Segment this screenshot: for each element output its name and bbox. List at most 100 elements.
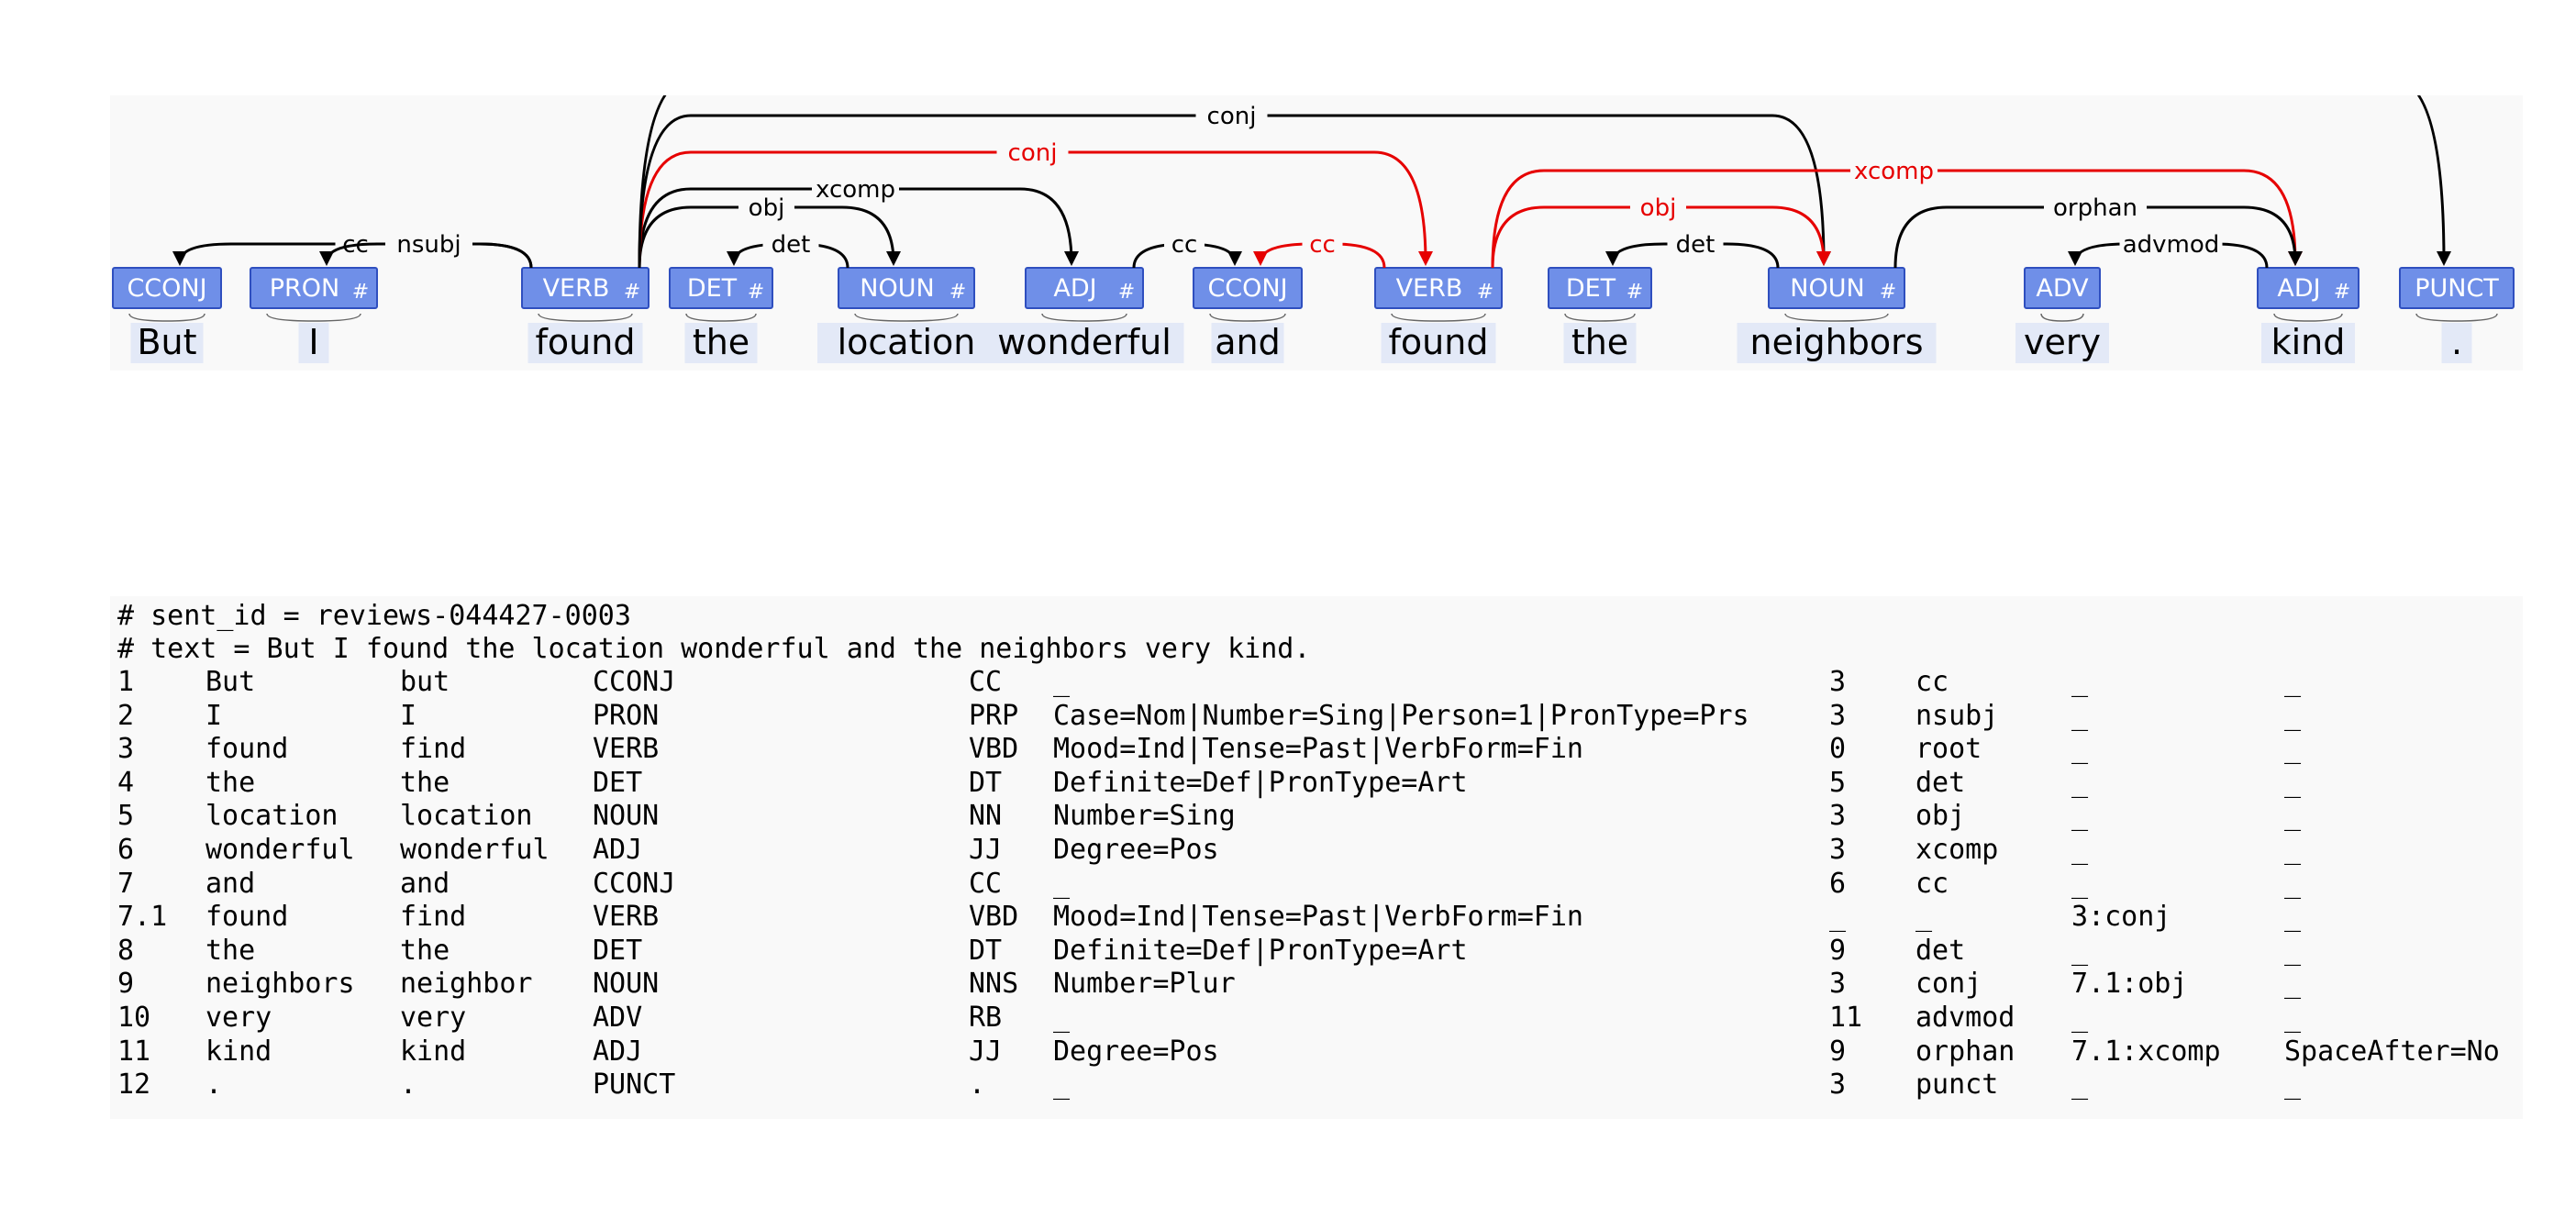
pos-tag-box-5 [838, 267, 975, 309]
token-brace-11 [2273, 313, 2343, 322]
conllu-cell-r4-c3: the [400, 766, 450, 799]
conllu-cell-r11-c1: 10 [117, 1002, 151, 1034]
pos-tag-1: CCONJ [127, 274, 206, 303]
conllu-cell-r10-c7: 3 [1829, 968, 1847, 1001]
token-brace-7.1 [1391, 313, 1486, 322]
pos-tag-box-9 [1768, 267, 1905, 309]
conllu-cell-r1-c2: But [205, 666, 256, 698]
conllu-cell-r7-c7: 6 [1829, 867, 1847, 900]
conllu-cell-r7-c6: _ [1053, 867, 1071, 900]
token-form-8: the [1571, 322, 1628, 362]
arc-label-3-2: nsubj [396, 231, 461, 259]
feature-hash-icon-4: # [748, 281, 764, 304]
conllu-cell-r7-c5: CC [969, 867, 1003, 900]
conllu-cell-r10-c10: _ [2284, 968, 2302, 1001]
token-form-2: I [308, 322, 318, 362]
token-form-bg-11 [2261, 323, 2355, 363]
token-form-bg-2 [298, 323, 329, 363]
token-form-12: . [2451, 322, 2462, 362]
token-brace-5 [854, 313, 959, 322]
conllu-cell-r11-c6: _ [1053, 1002, 1071, 1034]
token-brace-2 [266, 313, 361, 322]
conllu-cell-r12-c8: orphan [1915, 1035, 2015, 1068]
token-form-10: very [2024, 322, 2101, 362]
arc-label-bg-7.1-7 [1302, 229, 1343, 257]
pos-tag-box-4 [669, 267, 773, 309]
arc-label-5-4: det [772, 231, 811, 259]
conllu-cell-r1-c10: _ [2284, 666, 2302, 698]
pos-tag-5: NOUN [860, 274, 934, 303]
token-form-bg-6 [984, 323, 1184, 363]
conllu-cell-r10-c8: conj [1915, 968, 1982, 1001]
arc-label-bg-9-11 [2044, 193, 2147, 220]
conllu-cell-r13-c1: 12 [117, 1069, 151, 1102]
arc-label-bg-3-6 [812, 174, 899, 202]
conllu-cell-r6-c2: wonderful [205, 834, 355, 866]
conllu-cell-r3-c10: _ [2284, 733, 2302, 766]
feature-hash-icon-11: # [2334, 281, 2350, 304]
token-brace-10 [2040, 313, 2084, 322]
conllu-cell-r8-c8: _ [1915, 901, 1933, 934]
arc-label-bg-3-9 [1195, 101, 1268, 128]
conllu-cell-r11-c5: RB [969, 1002, 1003, 1034]
arc-arrowhead-9-11 [2288, 251, 2303, 266]
arc-label-bg-6-7 [1164, 229, 1205, 257]
conllu-cell-r12-c10: SpaceAfter=No [2284, 1035, 2500, 1068]
conllu-cell-r7-c9: _ [2071, 867, 2089, 900]
conllu-cell-r12-c5: JJ [969, 1035, 1003, 1068]
conllu-cell-r13-c5: . [969, 1069, 986, 1102]
token-brace-4 [685, 313, 757, 322]
conllu-cell-r11-c9: _ [2071, 1002, 2089, 1034]
conllu-cell-r9-c5: DT [969, 934, 1003, 967]
arc-arrowhead-7.1-7 [1253, 251, 1268, 266]
conllu-cell-r7-c10: _ [2284, 867, 2302, 900]
conllu-cell-r4-c2: the [205, 766, 256, 799]
conllu-cell-r10-c3: neighbor [400, 968, 533, 1001]
conllu-annotation-block: # sent_id = reviews-044427-0003 # text =… [110, 596, 2523, 1119]
sent-id-line: # sent_id = reviews-044427-0003 [117, 600, 631, 632]
conllu-cell-r6-c9: _ [2071, 834, 2089, 866]
conllu-cell-r13-c3: . [400, 1069, 417, 1102]
arc-label-3-7.1: conj [1008, 139, 1058, 167]
conllu-cell-r4-c6: Definite=Def|PronType=Art [1053, 766, 1468, 799]
conllu-cell-r5-c10: _ [2284, 800, 2302, 833]
conllu-cell-r1-c1: 1 [117, 666, 135, 698]
conllu-cell-r13-c2: . [205, 1069, 223, 1102]
conllu-cell-r9-c8: det [1915, 934, 1966, 967]
pos-tag-box-6 [1025, 267, 1144, 309]
arc-arrowhead-5-4 [727, 251, 741, 266]
conllu-cell-r5-c7: 3 [1829, 800, 1847, 833]
conllu-cell-r3-c1: 3 [117, 733, 135, 766]
arc-label-3-6: xcomp [816, 176, 895, 204]
conllu-cell-r9-c4: DET [593, 934, 643, 967]
conllu-cell-r7-c3: and [400, 867, 450, 900]
conllu-cell-r8-c4: VERB [593, 901, 660, 934]
conllu-cell-r8-c5: VBD [969, 901, 1019, 934]
pos-tag-9: NOUN [1790, 274, 1864, 303]
conllu-cell-r6-c6: Degree=Pos [1053, 834, 1219, 866]
conllu-cell-r9-c2: the [205, 934, 256, 967]
arc-label-bg-5-4 [762, 229, 819, 257]
token-form-bg-7 [1211, 323, 1284, 363]
conllu-cell-r1-c6: _ [1053, 666, 1071, 698]
conllu-cell-r2-c3: I [400, 699, 417, 732]
arc-arrowhead-3-6 [1064, 251, 1079, 266]
arc-arrowhead-9-8 [1605, 251, 1620, 266]
arc-label-11-10: advmod [2123, 231, 2220, 259]
token-brace-6 [1041, 313, 1127, 322]
conllu-cell-r2-c7: 3 [1829, 699, 1847, 732]
conllu-cell-r12-c2: kind [205, 1035, 272, 1068]
arc-label-9-8: det [1676, 231, 1715, 259]
conllu-cell-r12-c7: 9 [1829, 1035, 1847, 1068]
token-form-6: wonderful [997, 322, 1171, 362]
conllu-cell-r13-c7: 3 [1829, 1069, 1847, 1102]
conllu-cell-r10-c6: Number=Plur [1053, 968, 1236, 1001]
token-form-bg-4 [684, 323, 758, 363]
token-form-bg-5 [817, 323, 995, 363]
token-form-bg-1 [130, 323, 204, 363]
conllu-cell-r9-c10: _ [2284, 934, 2302, 967]
pos-tag-box-7.1 [1374, 267, 1503, 309]
pos-tag-box-11 [2257, 267, 2359, 309]
conllu-cell-r9-c1: 8 [117, 934, 135, 967]
arc-arrowhead-6-7 [1227, 251, 1242, 266]
